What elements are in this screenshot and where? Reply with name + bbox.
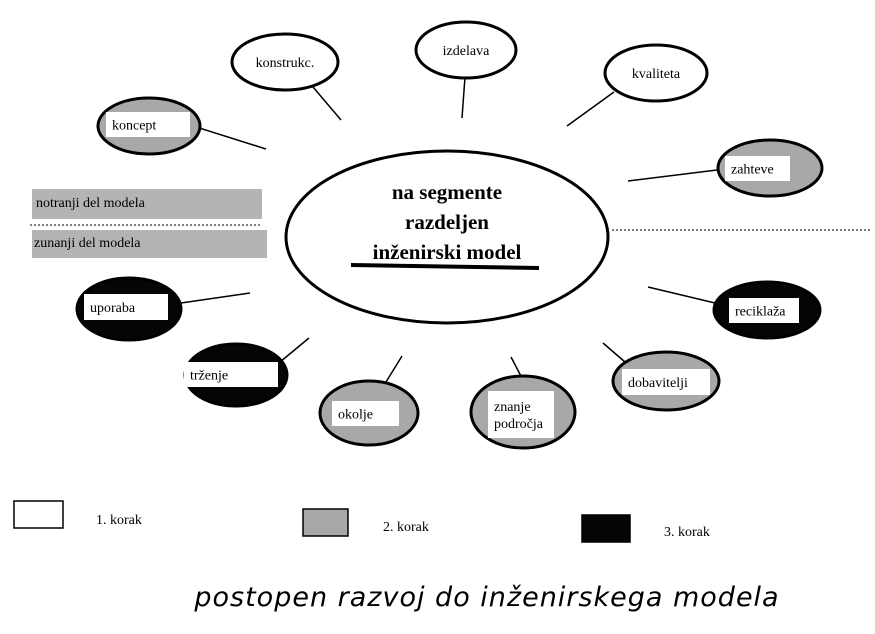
node-znanje-label: področja [494, 417, 544, 432]
node-trzenje: trženje [183, 342, 289, 408]
nodes-layer: koncept konstrukc. izdelava kvaliteta zahtev… [75, 20, 824, 450]
band-outer: zunanji del modela [32, 230, 267, 258]
node-uporaba-label-box [84, 294, 168, 320]
band-inner: notranji del modela [32, 189, 262, 219]
connectors [180, 76, 718, 383]
center-node: na segmente razdeljen inženirski model [284, 149, 610, 325]
node-dobavitelji-label-box [622, 369, 710, 395]
legend-item-1: 1. korak [13, 500, 142, 529]
legend-label: 3. korak [664, 525, 710, 540]
node-zahteve-label-box [725, 156, 790, 181]
node-konstrukc-ellipse [230, 32, 340, 92]
node-kvaliteta-ellipse [603, 43, 709, 103]
node-okolje-label-box [332, 401, 399, 426]
node-dobavitelji: dobavitelji [611, 350, 721, 412]
node-okolje-label: okolje [338, 408, 373, 423]
center-line-1: na segmente [392, 180, 502, 204]
node-izdelava-ellipse [414, 20, 518, 80]
legend-item-3: 3. korak [581, 514, 710, 543]
node-reciklaza-label-box [729, 298, 799, 323]
node-konstrukc: konstrukc. [230, 32, 340, 92]
node-koncept: koncept [96, 96, 202, 156]
node-konstrukc-label: konstrukc. [256, 56, 315, 71]
center-line-2: razdeljen [405, 210, 489, 234]
legend-swatch [302, 508, 349, 537]
node-reciklaza-label: reciklaža [735, 305, 786, 320]
connector-trzenje [279, 337, 310, 363]
node-zahteve: zahteve [716, 138, 824, 198]
band-outer-label: zunanji del modela [34, 236, 141, 251]
legend-swatch [13, 500, 64, 529]
legend-item-2: 2. korak [302, 508, 429, 537]
connector-izdelava [461, 76, 466, 119]
node-izdelava: izdelava [414, 20, 518, 80]
legend-swatch [581, 514, 631, 543]
node-izdelava-label: izdelava [443, 44, 490, 59]
node-znanje-label-box [488, 391, 554, 438]
node-znanje: znanje področja [469, 374, 577, 450]
connector-uporaba [180, 292, 251, 304]
node-zahteve-label: zahteve [731, 163, 774, 178]
legend: 1. korak 2. korak 3. korak [13, 500, 710, 543]
connector-koncept [192, 125, 267, 150]
node-dobavitelji-label: dobavitelji [628, 376, 688, 391]
connector-zahteve [627, 169, 718, 182]
node-koncept-label: koncept [112, 119, 156, 134]
node-trzenje-label: trženje [190, 369, 228, 384]
center-line-3: inženirski model [373, 240, 522, 264]
node-uporaba-label: uporaba [90, 301, 136, 316]
node-okolje: okolje [318, 379, 420, 447]
connector-reciklaza [647, 286, 716, 304]
legend-label: 1. korak [96, 513, 142, 528]
node-uporaba: uporaba [75, 276, 183, 342]
diagram-caption: postopen razvoj do inženirskega modela [193, 582, 779, 613]
node-znanje-label: znanje [494, 400, 531, 415]
connector-kvaliteta [566, 91, 615, 127]
node-kvaliteta-label: kvaliteta [632, 67, 681, 82]
band-inner-label: notranji del modela [36, 196, 146, 211]
connector-dobavitelji [602, 342, 626, 363]
connector-konstrukc [312, 86, 342, 121]
node-trzenje-label-box [184, 362, 278, 387]
node-reciklaza: reciklaža [712, 280, 822, 340]
connector-okolje [385, 355, 403, 383]
node-koncept-label-box [106, 112, 190, 137]
legend-label: 2. korak [383, 520, 429, 535]
center-underline [350, 263, 540, 270]
node-kvaliteta: kvaliteta [603, 43, 709, 103]
